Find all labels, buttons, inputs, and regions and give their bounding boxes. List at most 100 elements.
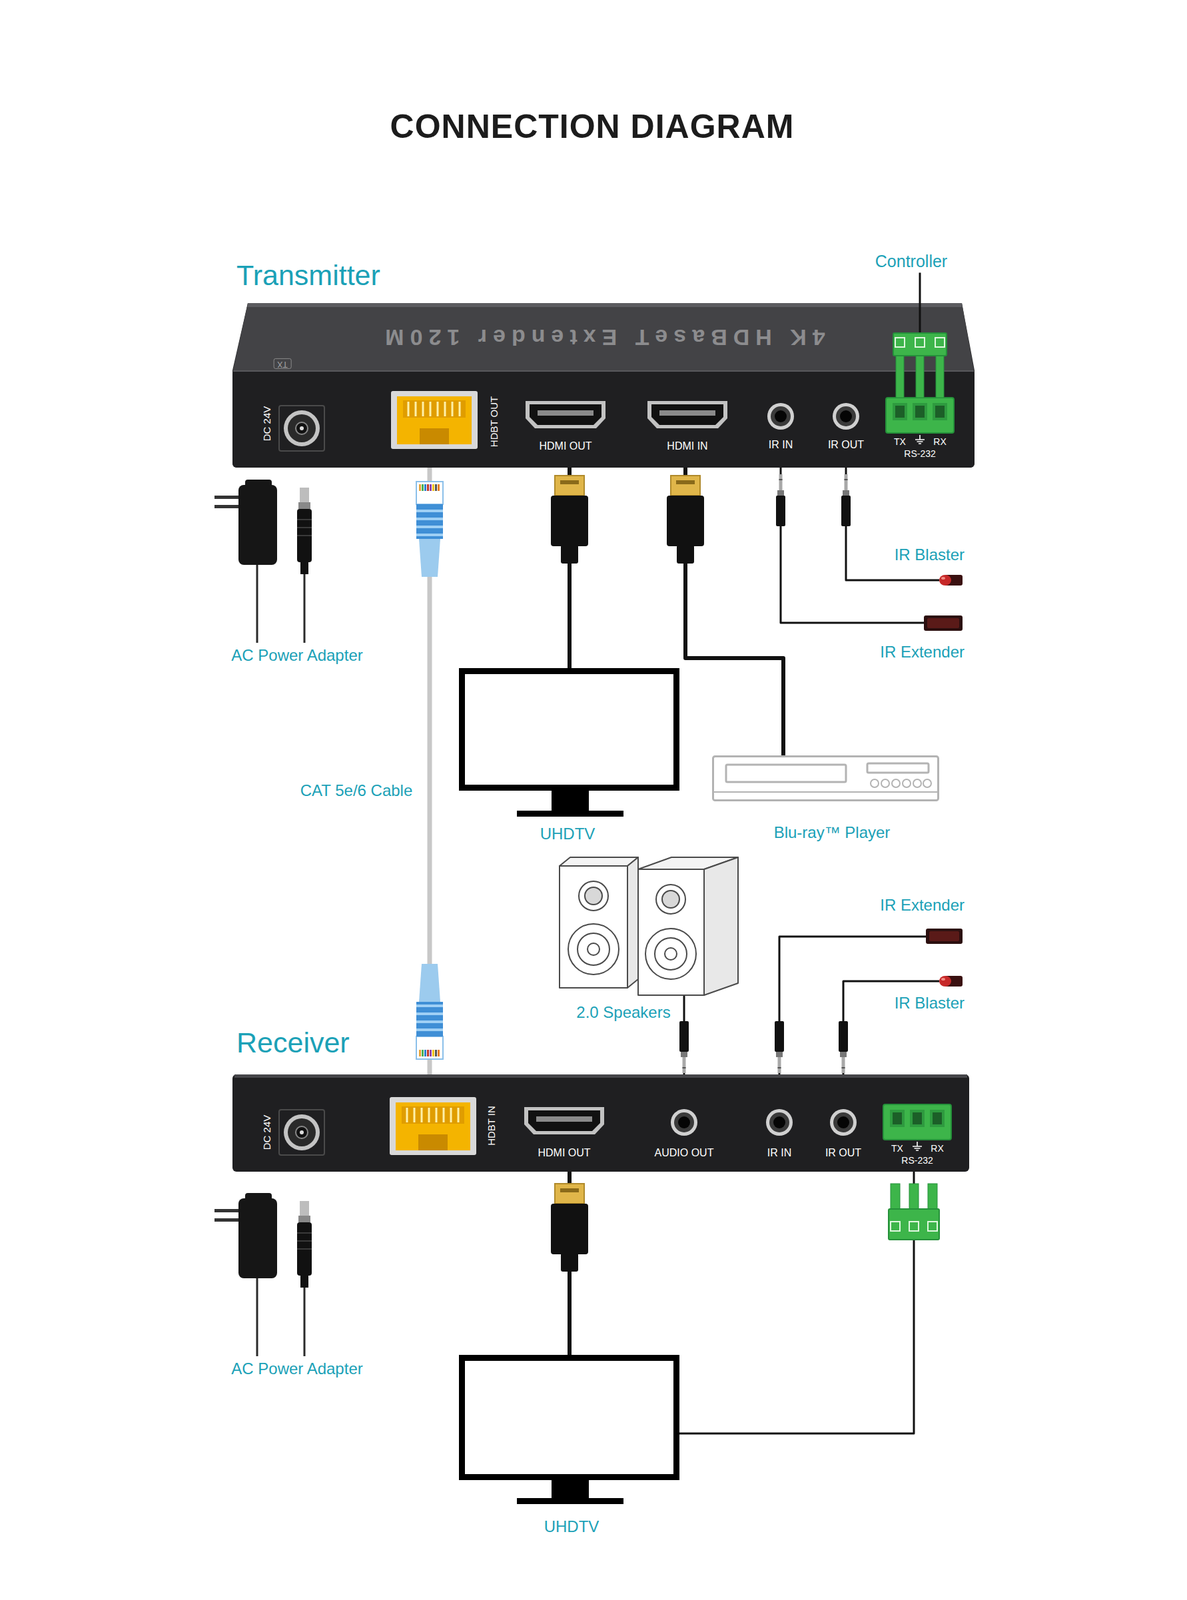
ir-blaster	[939, 574, 963, 586]
rj45-plug	[416, 963, 443, 1060]
ir-blaster	[941, 576, 946, 580]
port-label: HDBT IN	[485, 1105, 497, 1146]
terminal-plug	[909, 1183, 919, 1211]
device-caption: UHDTV	[540, 824, 596, 844]
terminal-plug	[893, 333, 947, 356]
model-name: 4K HDBaseT Extender 120M	[379, 323, 826, 350]
port-label: HDMI OUT	[538, 440, 592, 453]
port-label: HDMI OUT	[537, 1147, 591, 1160]
terminal-plug	[935, 355, 944, 398]
tv-set	[462, 1358, 677, 1478]
terminal-plug	[927, 1221, 938, 1231]
device-caption: Controller	[875, 251, 948, 272]
transmitter-housing	[247, 303, 962, 308]
transmitter-housing	[233, 303, 974, 371]
device-caption: AC Power Adapter	[231, 646, 363, 665]
ir-blaster	[941, 977, 946, 981]
ac-adapter: AC Power Adapter	[214, 1192, 316, 1357]
cable-label: CAT 5e/6 Cable	[298, 781, 415, 800]
illustration	[647, 400, 728, 429]
tv-set	[462, 1358, 677, 1505]
receiver-housing	[232, 1074, 970, 1172]
illustration	[389, 1097, 477, 1156]
terminal-plug	[893, 303, 947, 398]
speaker-pair	[559, 865, 628, 988]
pin-label: TX	[891, 1143, 904, 1154]
diagram-title: CONNECTION DIAGRAM	[390, 107, 795, 147]
transmitter-housing	[232, 370, 975, 468]
speaker-pair	[654, 937, 687, 970]
port-label: IR IN	[767, 1147, 792, 1160]
bluray-player	[726, 764, 846, 783]
speaker-pair	[584, 887, 603, 905]
illustration	[666, 475, 705, 564]
port-label: RS-232	[903, 448, 936, 459]
illustration	[214, 479, 312, 643]
control-wire	[919, 272, 922, 304]
illustration	[416, 481, 443, 577]
port-label: IR OUT	[825, 1147, 862, 1160]
speaker-pair	[704, 857, 739, 996]
mini-jack-plug	[679, 1021, 689, 1074]
speaker-pair	[656, 884, 686, 914]
terminal-plug	[935, 337, 945, 348]
speaker-pair	[577, 933, 610, 966]
illustration	[912, 1141, 922, 1151]
unit-badge: TX	[273, 358, 292, 370]
bluray-player	[891, 779, 900, 788]
tv-set	[551, 790, 589, 811]
device-caption: Blu-ray™ Player	[774, 823, 891, 842]
ir-extender	[927, 618, 960, 629]
tv-set	[516, 1498, 624, 1505]
ir-blaster	[939, 975, 952, 987]
illustration	[776, 474, 786, 527]
port-label: RS-232	[901, 1155, 933, 1166]
bluray-player	[714, 791, 938, 793]
device-caption: 2.0 Speakers	[576, 1003, 671, 1022]
tv-set	[462, 671, 677, 818]
terminal-plug	[895, 355, 904, 398]
rj45-plug	[416, 963, 443, 1060]
device-caption: IR Extender	[879, 895, 965, 915]
terminal-plug	[915, 355, 924, 398]
ir-extender: IR Extender	[923, 615, 963, 631]
bluray-player	[902, 779, 911, 788]
ir-extender	[923, 615, 963, 631]
ir-blaster: IR Blaster	[939, 573, 963, 587]
mini-jack-plug	[838, 1021, 848, 1074]
port-label: DC 24V	[261, 406, 273, 442]
terminal-plug	[888, 1183, 940, 1240]
device-caption: UHDTV	[544, 1517, 600, 1537]
bluray-player	[923, 779, 932, 788]
illustration	[885, 397, 954, 433]
terminal-plug	[909, 1221, 919, 1231]
terminal-plug	[927, 1183, 938, 1211]
bluray-player	[913, 779, 922, 788]
tv-set	[462, 671, 677, 789]
transmitter-housing	[232, 303, 975, 468]
illustration	[883, 1104, 952, 1140]
speaker-pair	[559, 857, 639, 866]
ir-blaster: IR Blaster	[939, 974, 963, 988]
ir-extender	[929, 931, 960, 942]
bluray-player	[867, 763, 929, 773]
transmitter-housing	[232, 303, 975, 468]
speaker-pair	[664, 947, 677, 960]
illustration	[832, 402, 860, 430]
speaker-pair	[645, 928, 697, 980]
ac-adapter: AC Power Adapter	[214, 479, 316, 643]
illustration	[550, 1183, 589, 1272]
device-caption: IR Blaster	[894, 993, 965, 1013]
pin-label: RX	[930, 1143, 944, 1154]
illustration	[214, 1192, 312, 1357]
bluray-player	[713, 756, 939, 801]
port-label: IR IN	[768, 438, 793, 451]
illustration	[550, 475, 589, 564]
mini-jack-plug	[838, 1021, 848, 1074]
tv-set	[516, 810, 624, 817]
mini-jack-plug	[679, 1021, 689, 1074]
speaker-pair	[662, 890, 680, 908]
bluray-player: Blu-ray™ Player	[712, 755, 940, 802]
